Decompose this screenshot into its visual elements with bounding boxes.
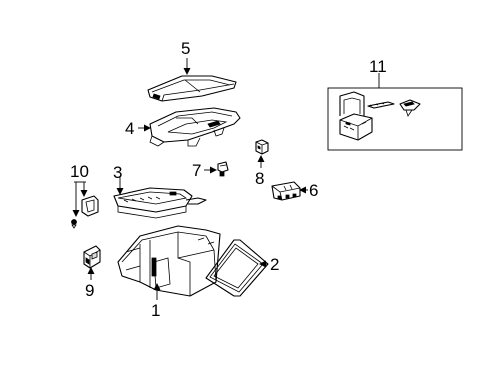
callout-2: 2 <box>270 255 280 274</box>
part-7-clip <box>217 161 229 177</box>
callout-10: 10 <box>70 162 89 181</box>
part-1-console-box <box>117 225 221 297</box>
callout-3: 3 <box>113 163 123 182</box>
callout-6: 6 <box>309 181 319 200</box>
part-9-bracket <box>83 245 101 269</box>
inset-11-frame <box>327 87 463 151</box>
callout-1: 1 <box>151 301 161 320</box>
part-5-lid <box>147 75 237 102</box>
callout-9: 9 <box>85 281 95 300</box>
part-6-switch <box>271 181 301 201</box>
callout-11: 11 <box>369 57 387 76</box>
callout-4: 4 <box>125 119 135 138</box>
part-10-grommet <box>71 195 99 229</box>
part-11-inset <box>327 87 463 151</box>
callout-5: 5 <box>181 39 191 58</box>
part-8-cube <box>255 139 269 155</box>
callout-7: 7 <box>192 161 202 180</box>
part-4-console-panel <box>149 107 241 147</box>
callout-8: 8 <box>255 169 265 188</box>
part-3-tray <box>113 187 207 219</box>
